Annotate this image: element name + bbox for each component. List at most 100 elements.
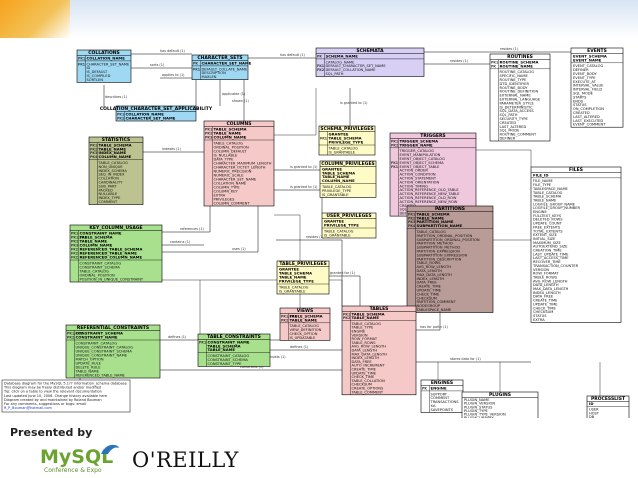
entity-title: COLLATION_CHARACTER_SET_APPLICABILITY [100, 106, 213, 112]
note-line: For any comments, suggestions or bugs: e… [4, 402, 86, 406]
entity-title: KEY_COLUMN_USAGE [89, 225, 142, 231]
r-has-default-2-label: has default (1) [160, 49, 186, 53]
email-link[interactable]: R_P_Bouman@hotmail.com [4, 406, 52, 410]
column: SUBPARTITION_EXPRESSION [417, 253, 468, 257]
entity-title: ROUTINES [507, 54, 533, 60]
column: CARDINALITY [99, 181, 124, 185]
column: DESCRIPTION [202, 71, 227, 75]
entity-title: TRIGGERS [420, 133, 445, 139]
column: TABLE_NAME [532, 198, 557, 202]
r-applies-label: applies to (1) [162, 73, 185, 77]
pk-key-marker: PK4 [90, 155, 98, 159]
pk-column: TABLE_SCHEMA [214, 127, 247, 132]
pk-column: PRIVILEGE_TYPE [324, 223, 359, 228]
entity-box [69, 224, 163, 283]
entity-referential-constraints[interactable]: REFERENTIAL_CONSTRAINTSPK1,FK1CONSTRAINT… [65, 324, 161, 379]
info-note-box [1, 379, 131, 413]
entity-table-privileges[interactable]: TABLE_PRIVILEGESGRANTEETABLE_SCHEMATABLE… [276, 260, 330, 295]
column: ENGINE [533, 210, 547, 214]
r-is-granted-s-label: is granted to (1) [340, 101, 368, 105]
column: IS_UPDATABLE [290, 336, 317, 340]
pk-column: TABLE_NAME [322, 174, 350, 179]
column: UNIQUE_CONSTRAINT_SCHEMA [76, 350, 133, 354]
column: CREATE_TIME [352, 368, 377, 372]
r-describes-label: describes (1) [105, 95, 128, 99]
column: FILE_NAME [533, 179, 553, 183]
pk-column: ID [589, 401, 594, 406]
column: RECOVER_TIME [533, 260, 561, 264]
column: COLUMN_DEFAULT [214, 150, 248, 154]
column: EVENT_OBJECT_TABLE [400, 165, 441, 169]
column: TABLE_CATALOG [213, 142, 244, 146]
entity-title: TABLES [370, 306, 389, 312]
column: COMMENT [99, 200, 118, 204]
entity-plugins[interactable]: PLUGINSPLUGIN_NAMEPLUGIN_VERSIONPLUGIN_S… [461, 391, 539, 418]
entity-box [315, 47, 425, 77]
entity-events[interactable]: EVENTSEVENT_SCHEMAEVENT_NAMEEVENT_CATALO… [570, 47, 624, 128]
entity-title: FILES [569, 167, 583, 173]
column: DEFAULT_CHARACTER_SET_NAME [326, 64, 387, 68]
column: TABLE_ROWS [351, 341, 377, 345]
column: CHECKSUM [352, 383, 372, 387]
column: TABLE_NAME [75, 370, 100, 374]
column: EXTRA [214, 194, 226, 198]
column: INTERVAL_VALUE [573, 84, 604, 88]
column: DATA_TYPE [214, 158, 235, 162]
r-defines-2-label: defines (1) [290, 345, 309, 349]
pk-key-marker: PK2 [67, 336, 74, 340]
r-resides-2-label: resides (1) [500, 47, 519, 51]
r-is-granted-c-label: is granted to (1) [290, 165, 318, 169]
entity-collation-applicability[interactable]: COLLATION_CHARACTER_SET_APPLICABILITYPK1… [100, 105, 213, 122]
r-granted-for-label: granted for (1) [330, 271, 356, 275]
column: INTERVAL_FIELD [573, 88, 602, 92]
column: INDEX_SCHEMA [99, 169, 128, 173]
column: CHECK_TIME [352, 375, 376, 379]
column: PACKED [99, 188, 113, 192]
header-logo [0, 0, 70, 38]
entity-files[interactable]: FILESFILE_IDFILE_NAMEFILE_TYPETABLESPACE… [530, 166, 622, 323]
column: CREATION_TIME [533, 249, 562, 253]
column: TABLESPACE_NAME [416, 308, 453, 312]
column: AVG_ROW_LENGTH [352, 345, 387, 349]
pk-column: TABLE_SCHEMA [99, 142, 132, 147]
column: SQL_PATH [500, 113, 518, 117]
column: MAX_DATA_LENGTH [352, 352, 388, 356]
pk-key-marker: PK1,FK1 [281, 314, 297, 318]
column: CREATE_TIME [533, 299, 558, 303]
entity-box [530, 166, 622, 323]
entity-processlist[interactable]: PROCESSLISTIDUSERHOSTDBCOMMANDTIMESTATEI… [586, 395, 630, 418]
column: ON_COMPLETION [573, 107, 604, 111]
pk-column: TABLE_SCHEMA [322, 170, 355, 175]
column: ACTION_STATEMENT [400, 177, 437, 181]
column: PARTITION_METHOD [417, 242, 454, 246]
entity-user-privileges[interactable]: USER_PRIVILEGESGRANTEEPRIVILEGE_TYPETABL… [321, 212, 377, 239]
column: EXECUTE_AT [573, 80, 597, 84]
entity-box [88, 136, 144, 205]
pk-key-marker: PK1 [408, 212, 416, 216]
pk-column: PRIVILEGE_TYPE [329, 140, 364, 145]
column: UPDATE_TIME [352, 371, 377, 375]
entity-box [318, 125, 376, 156]
fk-key-marker: FK1 [391, 161, 399, 165]
entity-box [203, 120, 275, 207]
column: PLUGIN_TYPE_VERSION [464, 413, 506, 417]
column: IS_NULLABLE [214, 154, 238, 158]
entity-title: EVENTS [587, 48, 607, 54]
column: PARTITION_EXPRESSION [417, 250, 461, 254]
entity-column-privileges[interactable]: COLUMN_PRIVILEGESGRANTEETABLE_SCHEMATABL… [319, 160, 377, 198]
column: DTD_IDENTIFIER [500, 82, 530, 86]
